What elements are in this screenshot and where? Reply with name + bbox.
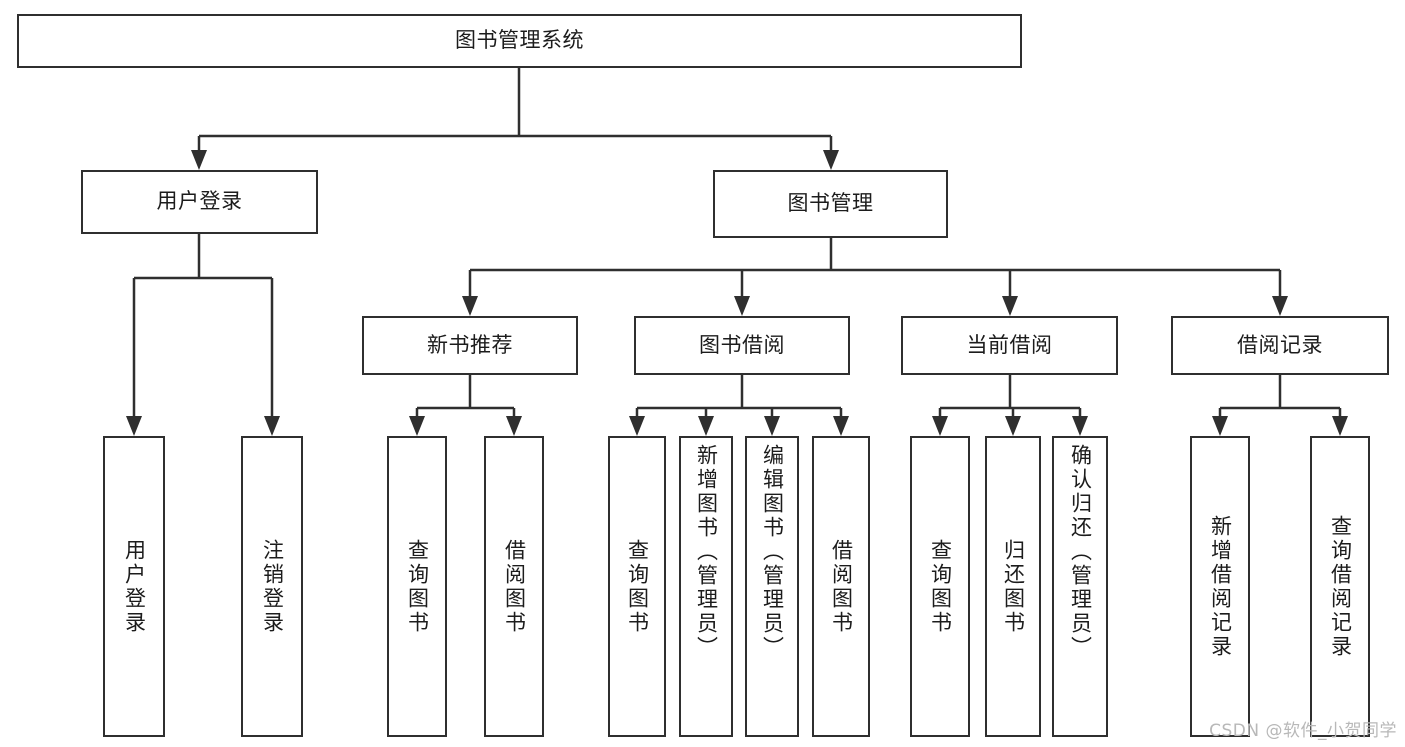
leaf-node-query-book-borrow[interactable]: 查询图书 (608, 436, 666, 737)
leaf-node-confirm-return-admin[interactable]: 确认归还（管理员） (1052, 436, 1108, 737)
leaf-label: 查询图书 (625, 538, 650, 635)
node-borrow-record[interactable]: 借阅记录 (1171, 316, 1389, 375)
node-user-login[interactable]: 用户登录 (81, 170, 318, 234)
leaf-label: 借阅图书 (502, 538, 527, 635)
leaf-label: 注销登录 (260, 538, 285, 635)
edge-bookmgmt-to-level3 (462, 238, 1288, 316)
edge-current-to-leaves (932, 375, 1088, 436)
node-current-borrow-label: 当前借阅 (966, 332, 1053, 357)
node-root-label: 图书管理系统 (455, 28, 584, 53)
leaf-label: 借阅图书 (829, 538, 854, 635)
leaf-node-user-login[interactable]: 用户登录 (103, 436, 165, 737)
edge-borrow-to-leaves (629, 375, 849, 436)
leaf-label: 确认归还（管理员） (1068, 444, 1093, 660)
leaf-node-query-book-current[interactable]: 查询图书 (910, 436, 970, 737)
edge-record-to-leaves (1212, 375, 1348, 436)
leaf-node-add-borrow-record[interactable]: 新增借阅记录 (1190, 436, 1250, 737)
leaf-label: 新增借阅记录 (1208, 514, 1233, 659)
leaf-label: 用户登录 (122, 538, 147, 635)
leaf-label: 归还图书 (1001, 538, 1026, 635)
edge-root-to-level2 (191, 68, 839, 170)
leaf-node-borrow-book-newbook[interactable]: 借阅图书 (484, 436, 544, 737)
node-book-management-label: 图书管理 (787, 191, 874, 216)
leaf-label: 编辑图书（管理员） (760, 444, 785, 660)
csdn-watermark: CSDN @软件_小贺同学 (1209, 721, 1397, 741)
leaf-label: 新增图书（管理员） (694, 444, 719, 660)
leaf-node-logout-login[interactable]: 注销登录 (241, 436, 303, 737)
leaf-label: 查询图书 (405, 538, 430, 635)
node-book-borrow-label: 图书借阅 (699, 332, 785, 357)
node-book-management[interactable]: 图书管理 (713, 170, 948, 238)
leaf-label: 查询借阅记录 (1328, 514, 1353, 659)
leaf-label: 查询图书 (928, 538, 953, 635)
edge-userlogin-to-leaves (126, 234, 280, 436)
leaf-node-add-book-admin[interactable]: 新增图书（管理员） (679, 436, 733, 737)
node-new-book-recommend[interactable]: 新书推荐 (362, 316, 578, 375)
leaf-node-query-borrow-record[interactable]: 查询借阅记录 (1310, 436, 1370, 737)
leaf-node-borrow-book[interactable]: 借阅图书 (812, 436, 870, 737)
leaf-node-query-book-newbook[interactable]: 查询图书 (387, 436, 447, 737)
node-borrow-record-label: 借阅记录 (1237, 332, 1323, 357)
leaf-node-edit-book-admin[interactable]: 编辑图书（管理员） (745, 436, 799, 737)
node-user-login-label: 用户登录 (156, 189, 243, 214)
node-root-system[interactable]: 图书管理系统 (17, 14, 1022, 68)
node-book-borrow[interactable]: 图书借阅 (634, 316, 850, 375)
node-current-borrow[interactable]: 当前借阅 (901, 316, 1118, 375)
edge-newbook-to-leaves (409, 375, 522, 436)
leaf-node-return-book[interactable]: 归还图书 (985, 436, 1041, 737)
node-new-book-recommend-label: 新书推荐 (427, 332, 513, 357)
